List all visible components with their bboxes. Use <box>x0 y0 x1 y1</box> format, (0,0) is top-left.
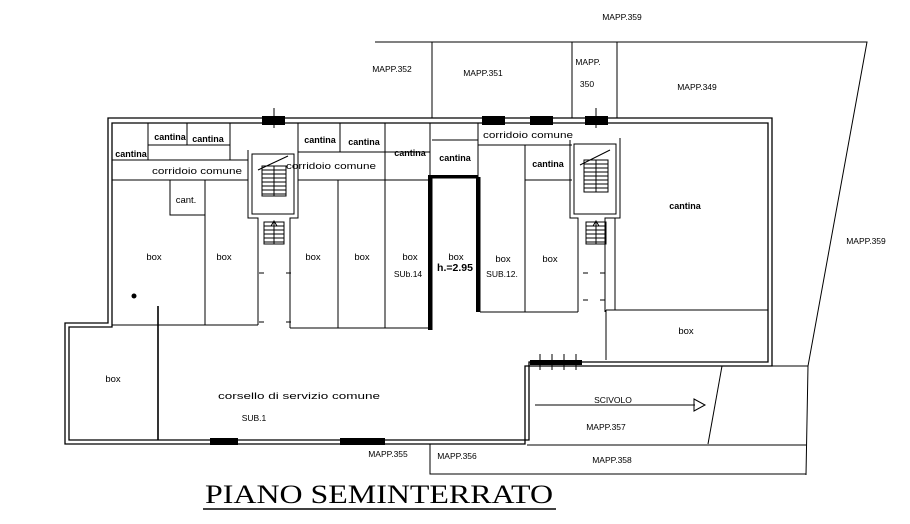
room-label-box: box <box>305 252 321 263</box>
parcel-label-mapp-358: MAPP.358 <box>592 455 632 465</box>
scivolo-label: SCIVOLO <box>594 395 632 405</box>
thick-walls <box>428 175 481 330</box>
door-markers <box>210 108 608 445</box>
parcel-labels: MAPP.359 MAPP.352 MAPP.351 MAPP. 350 MAP… <box>368 12 886 465</box>
parcel-label-mapp-349: MAPP.349 <box>677 82 717 92</box>
page-title: PIANO SEMINTERRATO <box>205 480 553 509</box>
parcel-label-mapp-359-top: MAPP.359 <box>602 12 642 22</box>
corsello-label: corsello di servizio comune <box>218 391 380 402</box>
room-label-corridoio: corridoio comune <box>152 166 242 177</box>
room-label-box: box <box>542 254 558 265</box>
parcel-label-mapp-357: MAPP.357 <box>586 422 626 432</box>
room-label-box: box <box>448 252 464 263</box>
property-lines <box>375 41 868 476</box>
room-label-cantina: cantina <box>304 135 337 145</box>
parcel-label-mapp-350-b: 350 <box>580 79 594 89</box>
room-label-box: box <box>402 252 418 263</box>
room-label-box: box <box>354 252 370 263</box>
ramp-arrow <box>535 398 707 412</box>
room-label-box: box <box>105 374 121 385</box>
room-label-box: box <box>678 326 694 337</box>
room-label-cant: cant. <box>176 195 197 206</box>
parcel-label-mapp-350-a: MAPP. <box>575 57 600 67</box>
room-label-cantina: cantina <box>532 159 565 169</box>
parcel-label-mapp-355: MAPP.355 <box>368 449 408 459</box>
stair-right <box>573 143 617 245</box>
parcel-label-mapp-352: MAPP.352 <box>372 64 412 74</box>
height-label: h.=2.95 <box>437 262 473 274</box>
annotations: SUb.14 h.=2.95 SUB.12. corsello di servi… <box>218 262 632 423</box>
room-label-cantina: cantina <box>115 149 148 159</box>
room-label-cantina: cantina <box>192 134 225 144</box>
cantina-labels: cantina cantina cantina cantina cantina … <box>115 132 702 211</box>
box-labels: box box box box box box box box box box <box>105 252 694 385</box>
room-label-box: box <box>495 254 511 265</box>
parcel-label-mapp-359-right: MAPP.359 <box>846 236 886 246</box>
stair-left <box>251 153 295 245</box>
drawing-title: PIANO SEMINTERRATO <box>203 480 556 510</box>
room-label-cantina: cantina <box>439 153 472 163</box>
sub-label-12: SUB.12. <box>486 269 518 279</box>
room-label-cantina: cantina <box>669 201 702 211</box>
sub-label-14: SUb.14 <box>394 269 423 279</box>
room-label-corridoio: corridoio comune <box>286 161 376 172</box>
parcel-label-mapp-351: MAPP.351 <box>463 68 503 78</box>
room-label-box: box <box>146 252 162 263</box>
room-label-cantina: cantina <box>154 132 187 142</box>
room-label-box: box <box>216 252 232 263</box>
room-label-corridoio: corridoio comune <box>483 130 573 141</box>
parcel-label-mapp-356: MAPP.356 <box>437 451 477 461</box>
exterior-walls <box>64 117 773 445</box>
survey-dot <box>131 293 137 299</box>
room-label-cantina: cantina <box>348 137 381 147</box>
corridor-labels: corridoio comune corridoio comune corrid… <box>152 130 573 206</box>
room-label-cantina: cantina <box>394 148 427 158</box>
sub-label-1: SUB.1 <box>242 413 267 423</box>
interior-walls <box>112 123 768 440</box>
